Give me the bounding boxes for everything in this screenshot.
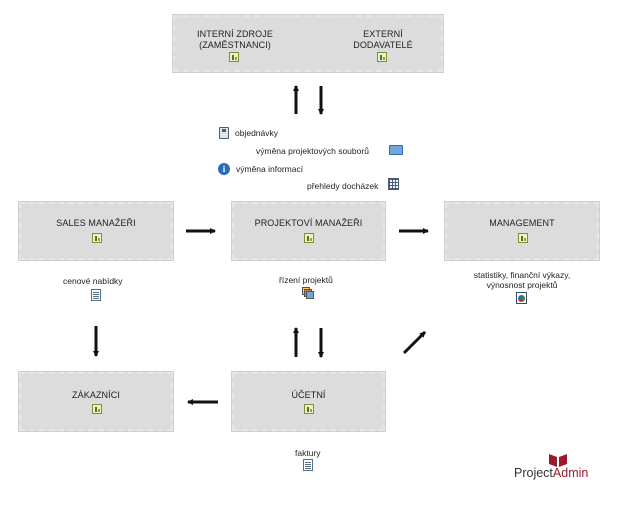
grid-icon [388,178,399,190]
chart-icon [516,292,527,304]
invoices-note: faktury [295,448,321,458]
accounting-label: ÚČETNÍ [291,390,326,400]
statistics-note: statistiky, finanční výkazy, výnosnost p… [473,270,571,290]
info-icon: i [218,163,230,175]
resources-box: INTERNÍ ZDROJE (ZAMĚSTNANCI) EXTERNÍ DOD… [172,14,444,73]
project-control-note: řízení projektů [279,275,333,285]
management-box: MANAGEMENT [444,201,600,261]
team-icon [92,404,102,414]
logo-text: ProjectAdmin [514,466,588,480]
team-icon [304,404,314,414]
team-icon [229,52,239,62]
document-icon [303,459,313,471]
team-icon [518,233,528,243]
logo-text-admin: Admin [552,466,589,480]
sales-managers-label: SALES MANAŽEŘI [56,218,136,228]
orders-note: objednávky [235,128,279,138]
document-icon [91,289,101,301]
internal-resources-label: INTERNÍ ZDROJE (ZAMĚSTNANCI) [197,29,273,50]
team-icon [377,52,387,62]
phone-icon [219,127,229,139]
attendance-note: přehledy docházek [307,181,379,191]
customers-box: ZÁKAZNÍCI [18,371,174,432]
external-suppliers-label: EXTERNÍ DODAVATELÉ [353,29,413,50]
arrow-accounting-to-management [402,330,427,355]
team-icon [304,233,314,243]
management-label: MANAGEMENT [489,218,555,228]
stack-icon [302,287,315,300]
customers-label: ZÁKAZNÍCI [72,390,120,400]
quotes-note: cenové nabídky [63,276,123,286]
team-icon [92,233,102,243]
project-managers-box: PROJEKTOVÍ MANAŽEŘI [231,201,386,261]
file-exchange-note: výměna projektových souborů [256,146,369,156]
book-logo-icon [549,454,567,467]
accounting-box: ÚČETNÍ [231,371,386,432]
sales-managers-box: SALES MANAŽEŘI [18,201,174,261]
logo-text-project: Project [514,466,553,480]
folder-icon [389,145,403,155]
projectadmin-logo: ProjectAdmin [514,452,614,486]
project-managers-label: PROJEKTOVÍ MANAŽEŘI [254,218,363,228]
info-exchange-note: výměna informací [236,164,304,174]
